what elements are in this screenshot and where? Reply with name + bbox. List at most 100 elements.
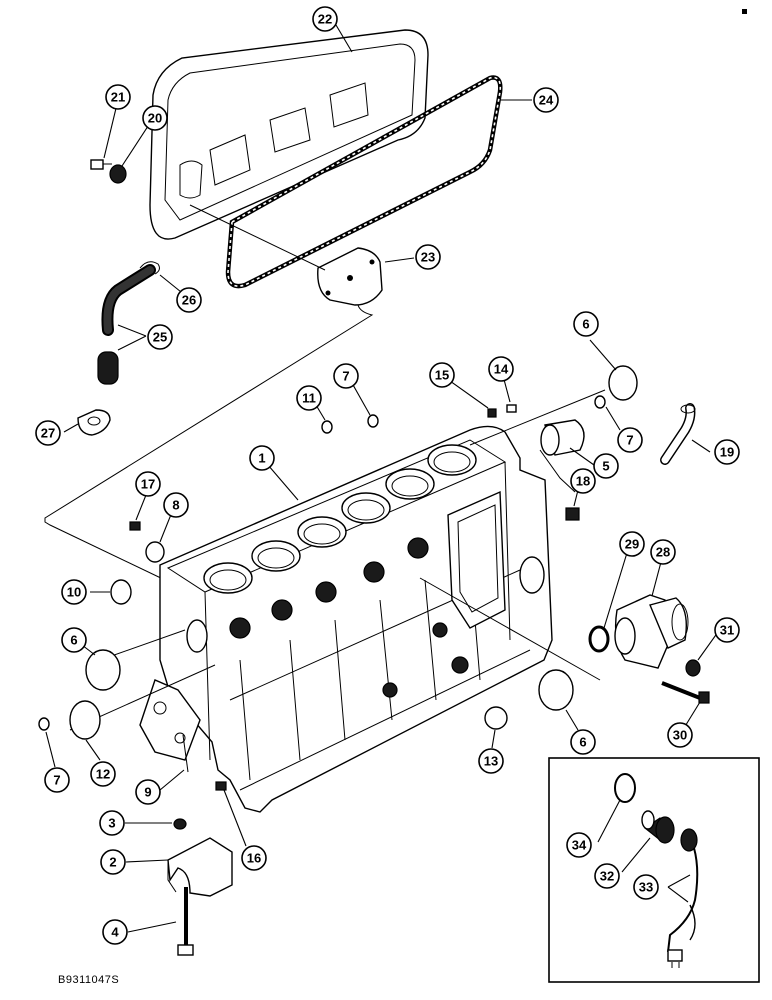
svg-text:19: 19 — [720, 445, 734, 460]
callout-27: 27 — [35, 420, 61, 446]
svg-text:11: 11 — [302, 391, 316, 406]
callout-6-top: 6 — [573, 311, 599, 337]
nut — [685, 659, 701, 677]
callout-26: 26 — [176, 287, 202, 313]
callout-22: 22 — [312, 6, 338, 32]
svg-text:34: 34 — [572, 838, 587, 853]
plug-17 — [129, 521, 141, 531]
svg-text:14: 14 — [494, 362, 509, 377]
svg-text:16: 16 — [247, 851, 261, 866]
callout-14: 14 — [488, 356, 514, 382]
assembly-line-cover — [44, 204, 374, 581]
plug-16 — [215, 781, 227, 791]
callout-12: 12 — [90, 761, 116, 787]
plug-7-top — [367, 414, 379, 428]
callout-4: 4 — [102, 919, 128, 945]
svg-text:25: 25 — [153, 330, 167, 345]
svg-text:29: 29 — [625, 537, 639, 552]
hose-clamp — [139, 261, 160, 275]
callout-13: 13 — [478, 748, 504, 774]
callout-20: 20 — [142, 105, 168, 131]
cup-plug-6-right — [538, 669, 574, 711]
callout-16: 16 — [241, 845, 267, 871]
cup-plug-6-top — [608, 365, 638, 401]
callout-24: 24 — [533, 87, 559, 113]
svg-text:1: 1 — [258, 451, 265, 466]
svg-text:4: 4 — [111, 925, 119, 940]
svg-text:2: 2 — [109, 855, 116, 870]
callout-31: 31 — [714, 617, 740, 643]
svg-text:22: 22 — [318, 12, 332, 27]
plug-18 — [565, 507, 580, 521]
callout-6-left: 6 — [61, 627, 87, 653]
svg-text:13: 13 — [484, 754, 498, 769]
svg-text:9: 9 — [144, 785, 151, 800]
callout-7-right: 7 — [617, 427, 643, 453]
svg-text:24: 24 — [539, 93, 554, 108]
callouts: 1 2 3 4 5 6 6 6 7 7 7 8 9 10 11 12 13 14… — [35, 6, 740, 945]
callout-18: 18 — [570, 468, 596, 494]
cover-bolt — [90, 159, 112, 170]
callout-5: 5 — [593, 453, 619, 479]
main-bearing-cap — [167, 837, 233, 897]
callout-2: 2 — [100, 849, 126, 875]
svg-text:7: 7 — [626, 433, 633, 448]
plug-9 — [182, 734, 189, 773]
callout-10: 10 — [61, 579, 87, 605]
callout-19: 19 — [714, 439, 740, 465]
plug-13 — [484, 706, 508, 730]
svg-text:10: 10 — [67, 585, 81, 600]
plug-14 — [506, 404, 517, 413]
heater-adapter — [614, 594, 689, 669]
callout-3: 3 — [99, 810, 125, 836]
dowel — [173, 818, 187, 830]
bolt-30 — [661, 681, 710, 704]
svg-text:17: 17 — [141, 477, 155, 492]
cup-plug-6-left — [85, 649, 121, 691]
rocker-cover-gasket — [225, 75, 503, 289]
assembly-line-camshaft — [69, 389, 606, 731]
callout-11: 11 — [296, 385, 322, 411]
camshaft-bushing — [540, 419, 585, 456]
svg-text:6: 6 — [582, 317, 589, 332]
plug-15 — [487, 408, 497, 418]
callout-1: 1 — [249, 445, 275, 471]
svg-text:31: 31 — [720, 623, 734, 638]
callout-7-top: 7 — [333, 363, 359, 389]
callout-21: 21 — [105, 84, 131, 110]
drawing-code: B9311047S — [58, 974, 120, 986]
svg-text:30: 30 — [673, 728, 687, 743]
callout-15: 15 — [429, 362, 455, 388]
svg-text:20: 20 — [148, 111, 162, 126]
cup-plug-10 — [110, 579, 132, 605]
rocker-cover — [149, 29, 429, 240]
svg-text:26: 26 — [182, 293, 196, 308]
block-heater-element — [641, 810, 675, 844]
svg-text:12: 12 — [96, 767, 110, 782]
svg-text:27: 27 — [41, 426, 55, 441]
heater-cord — [667, 828, 699, 968]
callout-34: 34 — [566, 832, 592, 858]
svg-text:28: 28 — [656, 545, 670, 560]
main-bearing-bolt — [177, 887, 194, 956]
breather-plate — [317, 247, 383, 306]
o-ring — [588, 625, 610, 653]
svg-text:6: 6 — [579, 735, 586, 750]
svg-text:3: 3 — [108, 816, 115, 831]
svg-text:5: 5 — [602, 459, 609, 474]
svg-text:33: 33 — [639, 880, 653, 895]
plug-11 — [321, 420, 333, 434]
callout-32: 32 — [594, 863, 620, 889]
svg-text:32: 32 — [600, 869, 614, 884]
svg-text:7: 7 — [342, 369, 349, 384]
callout-28: 28 — [650, 539, 676, 565]
plug-7-left — [38, 717, 50, 731]
callout-25: 25 — [147, 324, 173, 350]
callout-9: 9 — [135, 779, 161, 805]
cover-plate-27 — [77, 409, 111, 436]
heater-o-ring — [614, 773, 636, 803]
svg-text:7: 7 — [53, 773, 60, 788]
callout-17: 17 — [135, 471, 161, 497]
svg-text:21: 21 — [111, 90, 125, 105]
